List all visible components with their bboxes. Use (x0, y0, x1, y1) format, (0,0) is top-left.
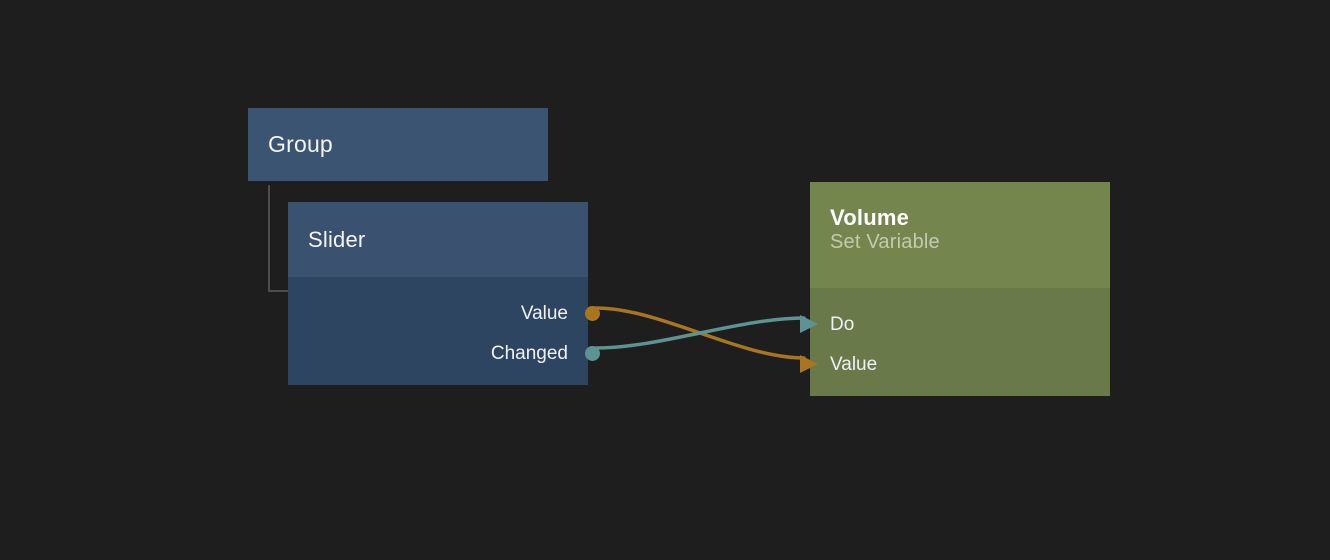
output-port-value-dot-icon[interactable] (585, 305, 600, 321)
node-volume-title: Volume (830, 205, 910, 230)
wire-slider-value-to-volume-value (594, 306, 806, 360)
input-port-value-arrow-icon[interactable] (800, 355, 818, 373)
input-port-value[interactable]: Value (800, 344, 1110, 384)
node-slider[interactable]: Slider Value Changed (288, 202, 600, 385)
output-port-changed-dot-icon[interactable] (585, 345, 600, 361)
node-volume-header[interactable]: Volume Set Variable (810, 182, 1110, 288)
input-port-do-arrow-icon[interactable] (800, 315, 818, 333)
output-port-value-label: Value (520, 302, 568, 324)
input-port-do-label: Do (830, 313, 855, 335)
node-slider-title: Slider (308, 226, 366, 252)
node-volume[interactable]: Volume Set Variable Do Value (800, 182, 1110, 396)
node-group[interactable]: Group (248, 108, 548, 181)
node-volume-body: Do Value (800, 288, 1110, 396)
input-port-do[interactable]: Do (800, 304, 1110, 344)
node-group-header[interactable]: Group (248, 108, 548, 181)
group-child-bracket-line (268, 185, 290, 292)
input-port-value-label: Value (830, 353, 878, 375)
node-volume-subtitle: Set Variable (830, 231, 940, 254)
node-group-title: Group (268, 131, 333, 157)
output-port-changed[interactable]: Changed (288, 333, 600, 373)
wire-slider-changed-to-volume-do (594, 316, 806, 350)
output-port-changed-label: Changed (490, 342, 568, 364)
node-slider-body: Value Changed (288, 277, 600, 385)
output-port-value[interactable]: Value (288, 293, 600, 333)
node-slider-header[interactable]: Slider (288, 202, 588, 277)
